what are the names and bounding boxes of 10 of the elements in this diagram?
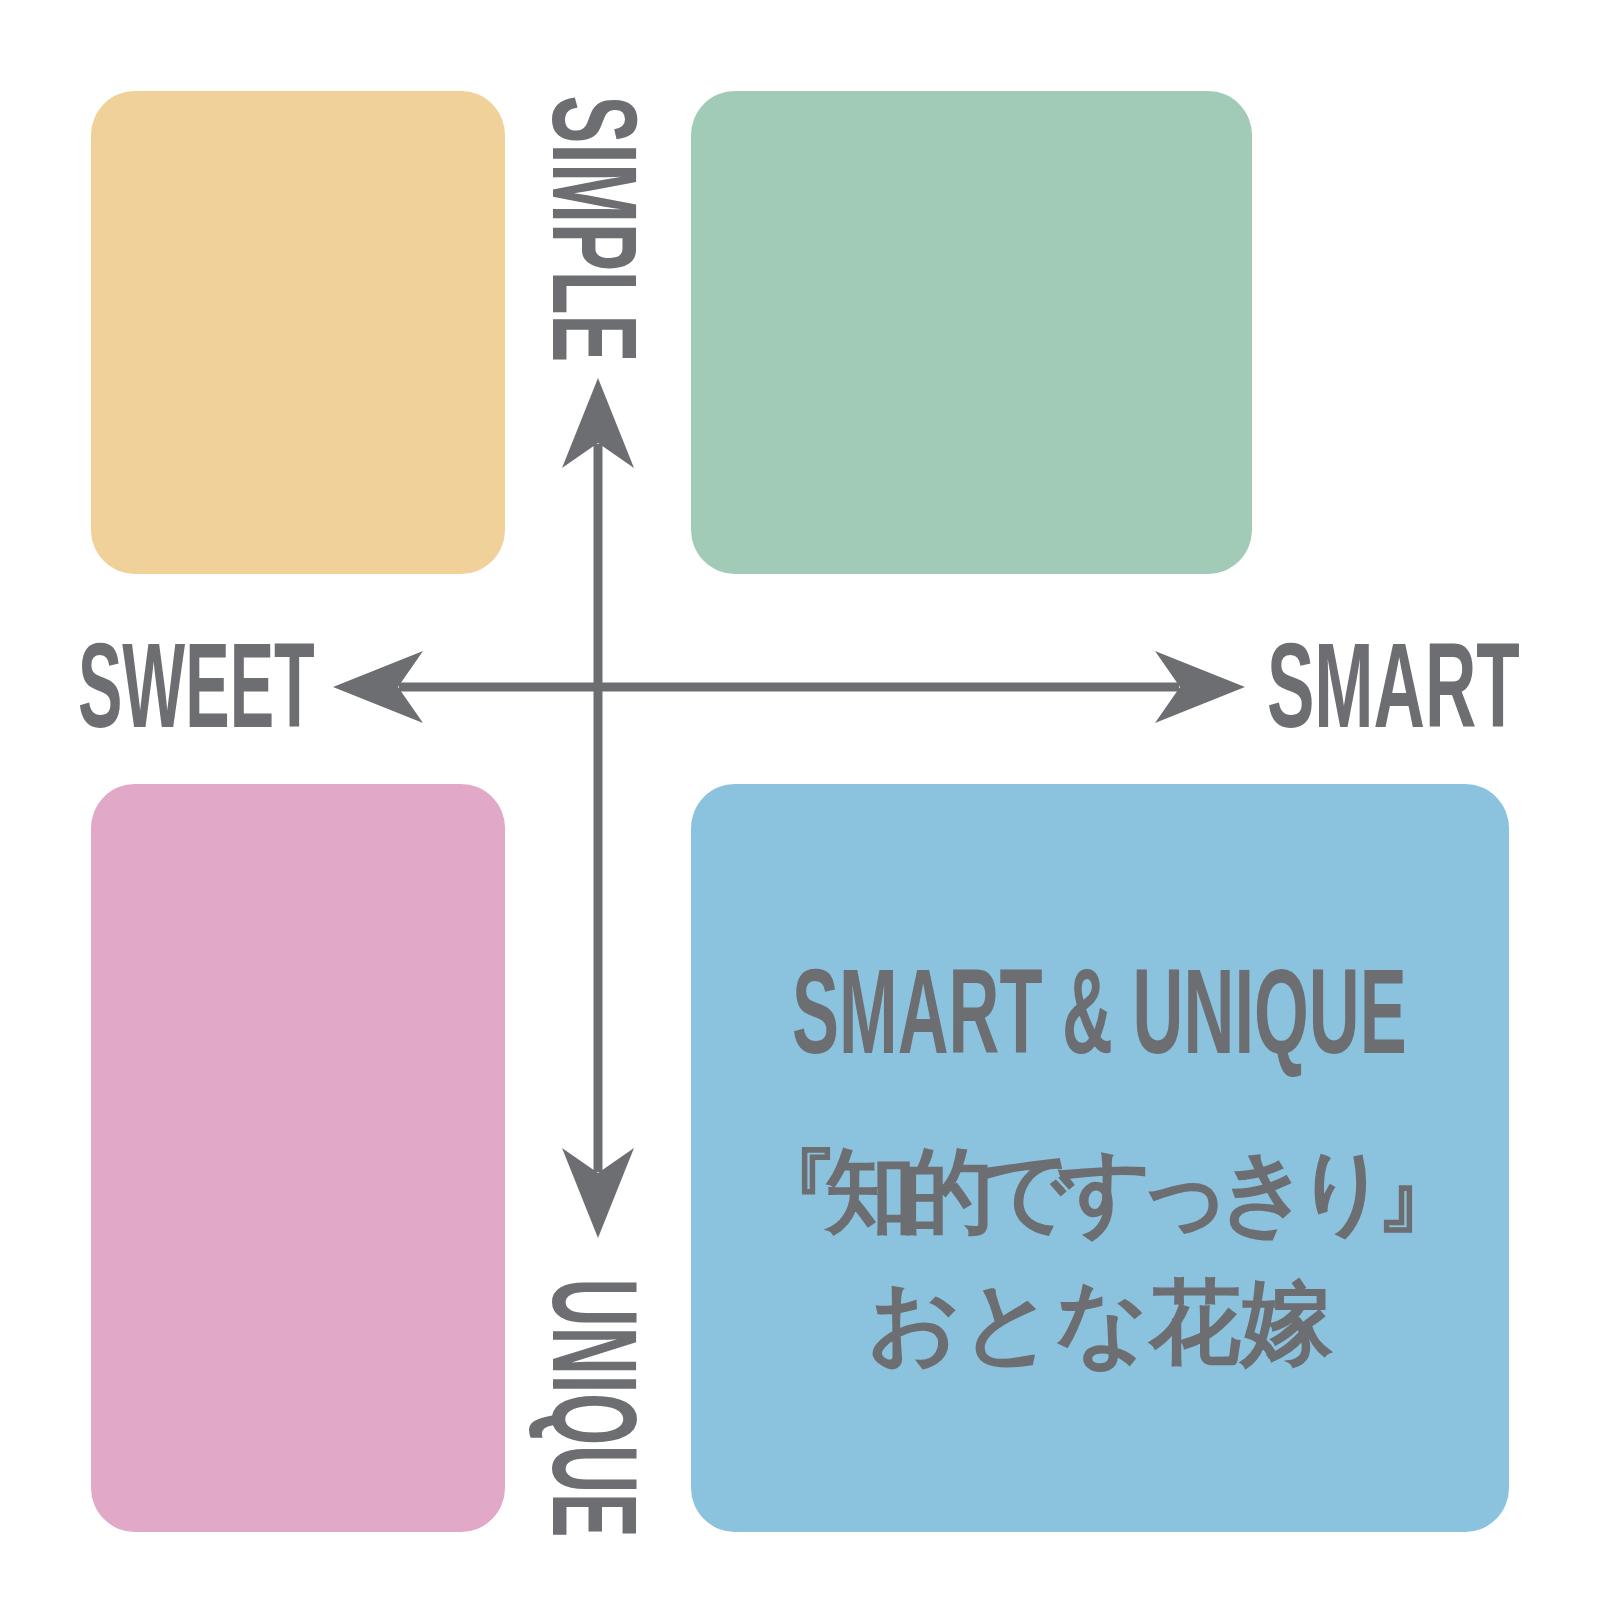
axis-label: SMART [1266, 640, 1520, 754]
axis-label: UNIQUE [526, 1278, 640, 1537]
axis-label: SWEET [77, 640, 315, 754]
axis-label: SIMPLE [526, 95, 640, 362]
quadrant-box [91, 91, 505, 574]
quadrant-box [91, 784, 505, 1532]
quadrant-box [691, 784, 1509, 1532]
quadrant-box [691, 91, 1252, 574]
box-text: 『知的ですっきり』おとな花嫁 [746, 1137, 1454, 1378]
box-heading: SMART & UNIQUE [791, 966, 1407, 1080]
